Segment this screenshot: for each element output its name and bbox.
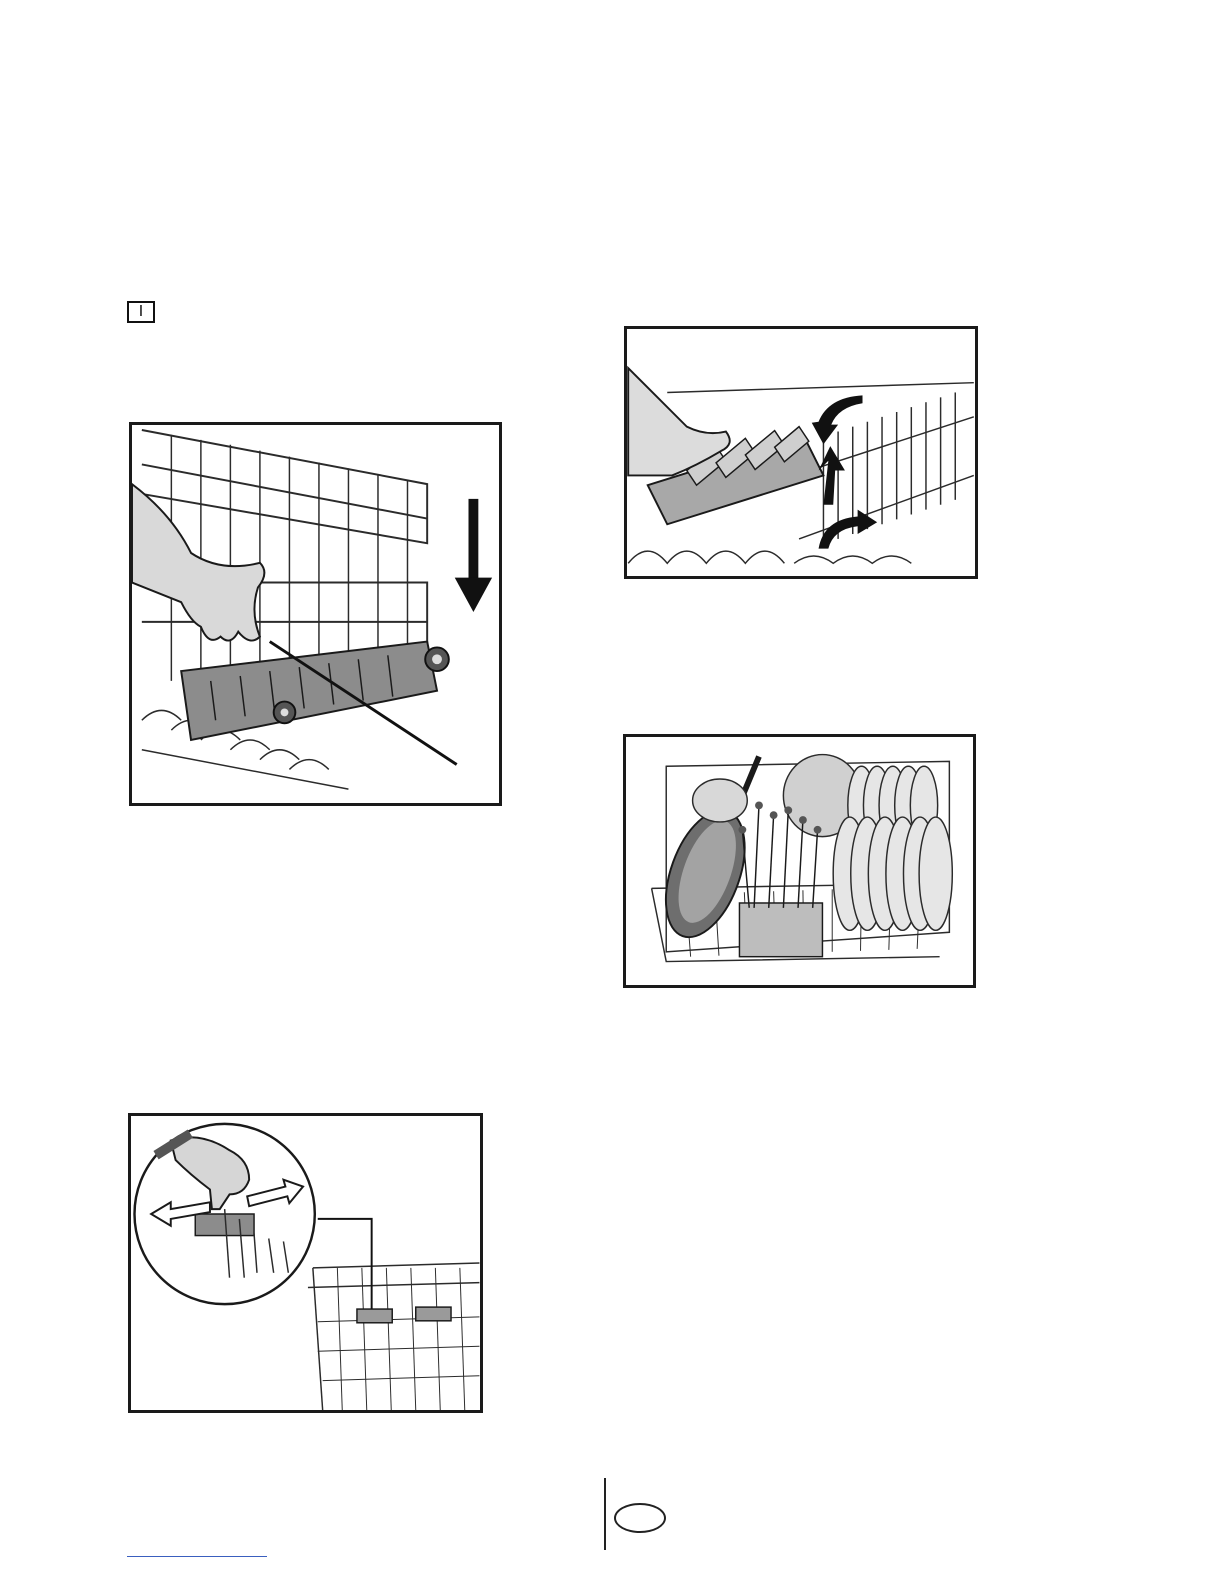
fig-lower-rack-hinge — [129, 422, 502, 806]
loaded-basket-illustration — [626, 737, 973, 985]
footer-rule — [127, 1556, 267, 1557]
fig-loaded-basket — [623, 734, 976, 988]
fig-upper-rack-folding — [624, 326, 978, 579]
fig-height-adjust — [128, 1113, 483, 1413]
callout-line — [318, 1219, 372, 1309]
height-adjust-illustration — [131, 1116, 480, 1410]
language-badge — [614, 1503, 666, 1533]
section-marker: I — [127, 301, 155, 323]
page-divider — [604, 1478, 606, 1550]
lower-rack-illustration — [132, 425, 499, 803]
upper-rack-illustration — [627, 329, 975, 576]
arrow-down-icon — [455, 499, 492, 612]
